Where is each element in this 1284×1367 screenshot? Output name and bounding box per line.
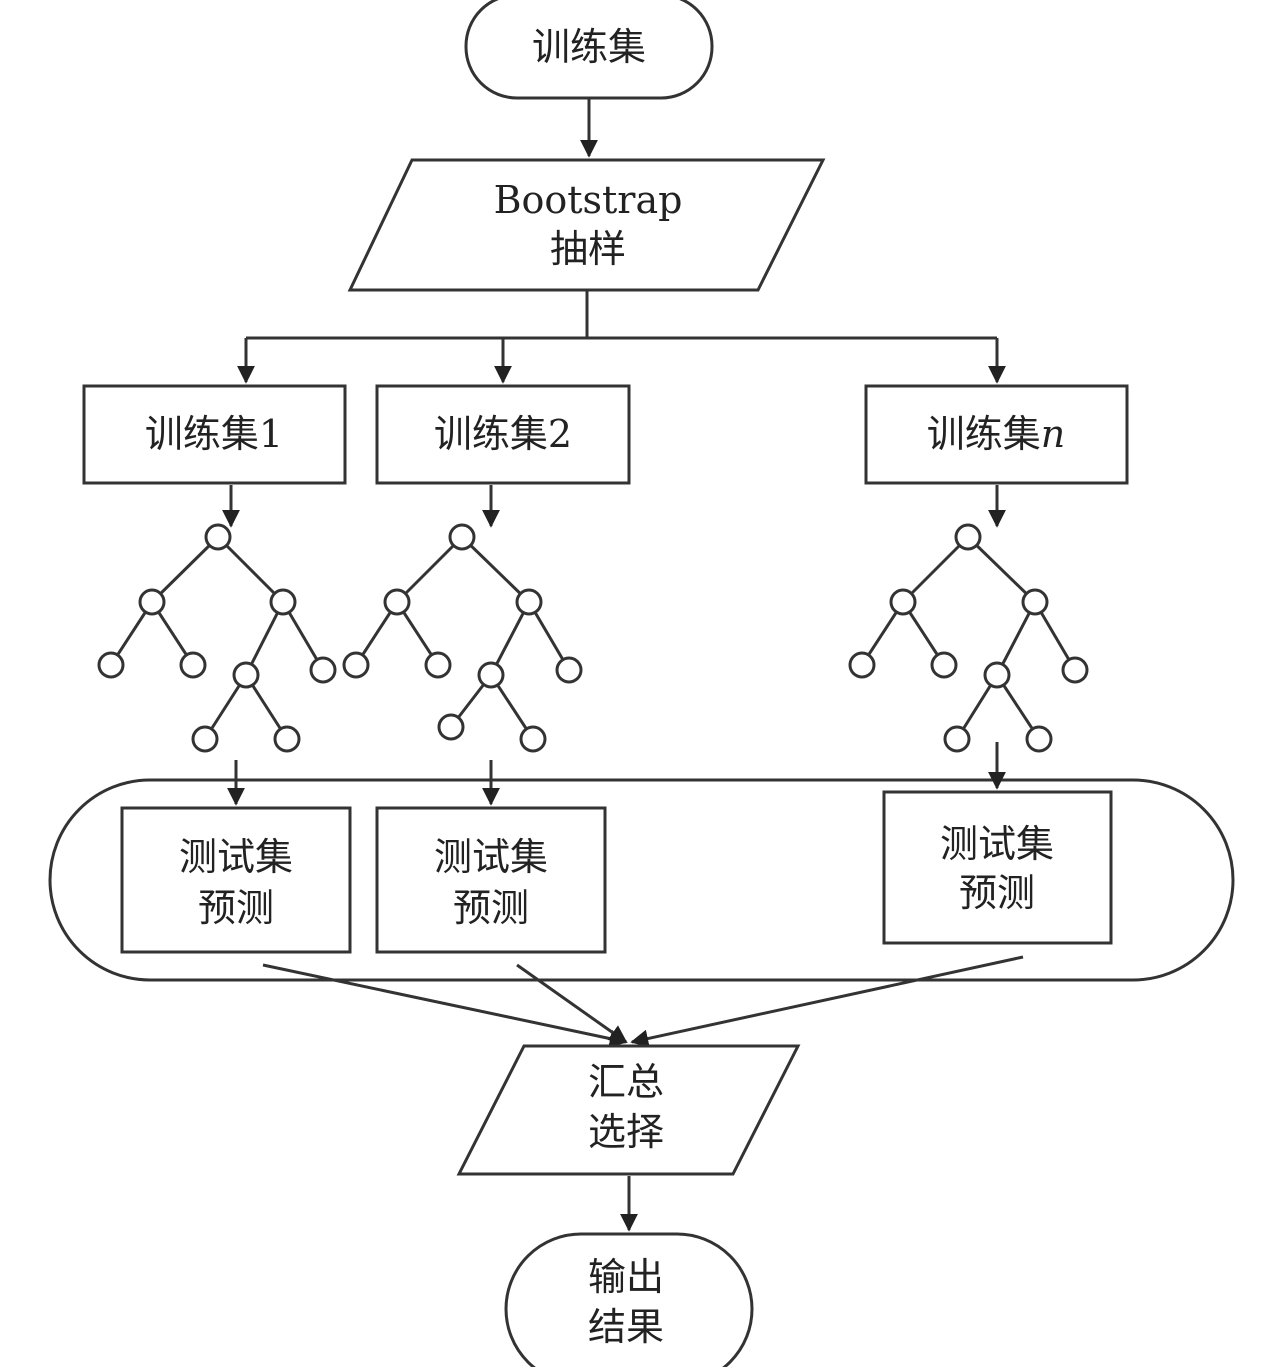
- tree-node: [555, 656, 583, 684]
- arrow-predictionn-to-aggregate: [630, 955, 1024, 1048]
- prediction-box-1: 测试集 预测: [120, 806, 352, 954]
- tree-node: [943, 725, 971, 753]
- prediction-1-line1: 测试集: [179, 835, 293, 879]
- prediction-box-2: 测试集 预测: [375, 806, 607, 954]
- tree-node: [269, 588, 297, 616]
- sampling-distribution-connectors: [237, 290, 1006, 384]
- tree-edge: [244, 601, 285, 676]
- output-terminal: 输出 结果: [504, 1232, 754, 1367]
- tree-root-node: [204, 523, 232, 551]
- tree-edge: [966, 535, 1037, 604]
- sampling-label-line1: Bootstrap: [494, 178, 683, 222]
- prediction-n-line1: 测试集: [940, 822, 1054, 866]
- output-label-line1: 输出: [588, 1255, 664, 1299]
- tree-node: [191, 725, 219, 753]
- tree-node: [273, 725, 301, 753]
- start-terminal: 训练集: [464, 0, 714, 100]
- tree-node: [1021, 588, 1049, 616]
- subset-box-n: 训练集n: [864, 384, 1129, 485]
- tree-node: [97, 651, 125, 679]
- sampling-parallelogram: Bootstrap 抽样: [347, 158, 826, 292]
- tree-node: [930, 651, 958, 679]
- start-label: 训练集: [532, 25, 646, 69]
- tree-node: [889, 588, 917, 616]
- subset-n-label: 训练集n: [927, 412, 1066, 456]
- arrow-prediction1-to-aggregate: [262, 963, 628, 1048]
- aggregate-label-line1: 汇总: [588, 1060, 664, 1104]
- tree-root-node: [954, 523, 982, 551]
- decision-tree-1: [97, 523, 337, 753]
- subset-box-1: 训练集1: [82, 384, 347, 485]
- tree-node: [437, 713, 465, 741]
- tree-node: [179, 651, 207, 679]
- aggregate-label-line2: 选择: [588, 1110, 664, 1154]
- subset-1-label: 训练集1: [145, 412, 283, 456]
- tree-edge: [216, 535, 285, 604]
- subset-2-label: 训练集2: [434, 412, 572, 456]
- prediction-2-line1: 测试集: [434, 835, 548, 879]
- tree-node: [342, 651, 370, 679]
- tree-node: [232, 661, 260, 689]
- tree-edge: [150, 535, 220, 604]
- tree-node: [383, 588, 411, 616]
- tree-edge: [489, 601, 531, 676]
- tree-node: [424, 651, 452, 679]
- tree-node: [1061, 656, 1089, 684]
- tree-node: [477, 661, 505, 689]
- tree-node: [138, 588, 166, 616]
- tree-node: [983, 661, 1011, 689]
- prediction-1-line2: 预测: [198, 886, 274, 930]
- tree-node: [519, 725, 547, 753]
- decision-tree-2: [342, 523, 583, 753]
- tree-edge: [460, 535, 531, 604]
- tree-edge: [901, 535, 970, 604]
- aggregate-parallelogram: 汇总 选择: [456, 1044, 801, 1176]
- arrow-prediction2-to-aggregate: [516, 963, 628, 1044]
- decision-tree-n: [848, 523, 1089, 753]
- subset-box-2: 训练集2: [375, 384, 631, 485]
- tree-node: [1025, 725, 1053, 753]
- sampling-label-line2: 抽样: [550, 227, 626, 271]
- tree-root-node: [448, 523, 476, 551]
- tree-edge: [395, 535, 464, 604]
- prediction-2-line2: 预测: [453, 886, 529, 930]
- prediction-box-n: 测试集 预测: [882, 790, 1113, 945]
- tree-node: [848, 651, 876, 679]
- output-label-line2: 结果: [588, 1305, 664, 1349]
- tree-node: [515, 588, 543, 616]
- tree-edge: [995, 601, 1037, 676]
- tree-node: [309, 656, 337, 684]
- prediction-n-line2: 预测: [959, 871, 1035, 915]
